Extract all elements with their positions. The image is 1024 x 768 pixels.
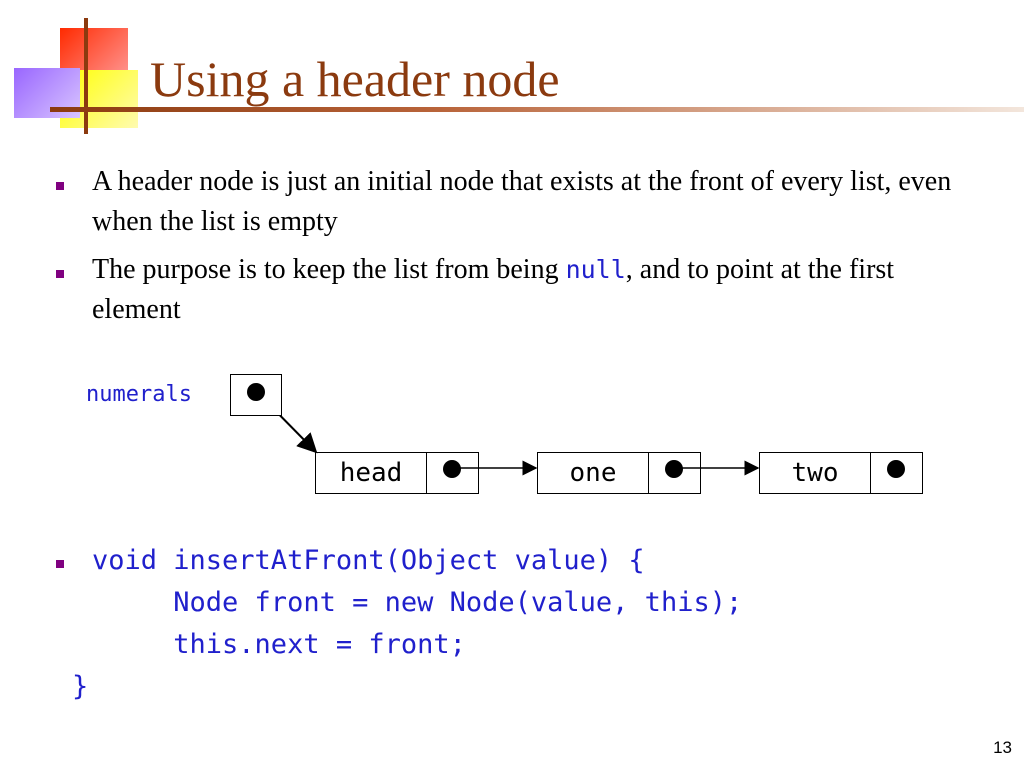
bullet-marker	[56, 182, 64, 190]
title-underline	[50, 107, 1024, 112]
slide-title: Using a header node	[150, 51, 560, 107]
decor-vertical-line	[84, 18, 88, 134]
numerals-pointer-box	[230, 374, 282, 416]
page-number: 13	[993, 738, 1012, 757]
bullet-text-1: A header node is just an initial node th…	[92, 166, 952, 237]
node-two-value: two	[759, 452, 871, 494]
code-line-4: }	[72, 671, 89, 702]
pointer-dot	[887, 460, 905, 478]
pointer-dot	[665, 460, 683, 478]
bullet-2-text-after: , and to point at the first element	[92, 254, 895, 325]
bullet-marker	[56, 270, 64, 278]
code-line-1: void insertAtFront(Object value) {	[92, 545, 645, 576]
node-head-next-box	[427, 452, 479, 494]
code-line-2: Node front = new Node(value, this);	[92, 587, 743, 618]
null-keyword: null	[565, 255, 626, 284]
code-line-3: this.next = front;	[92, 629, 466, 660]
variable-label-numerals: numerals	[86, 382, 192, 407]
node-head-value: head	[315, 452, 427, 494]
node-one-value: one	[537, 452, 649, 494]
node-two-next-box	[871, 452, 923, 494]
pointer-dot	[247, 383, 265, 401]
bullet-marker	[56, 560, 64, 568]
bullet-2-text-before: The purpose is to keep the list from bei…	[92, 254, 566, 285]
linked-list-diagram: numerals head one two	[0, 360, 1024, 510]
pointer-dot	[443, 460, 461, 478]
bullet-text-2: The purpose is to keep the list from bei…	[92, 250, 972, 330]
node-one-next-box	[649, 452, 701, 494]
